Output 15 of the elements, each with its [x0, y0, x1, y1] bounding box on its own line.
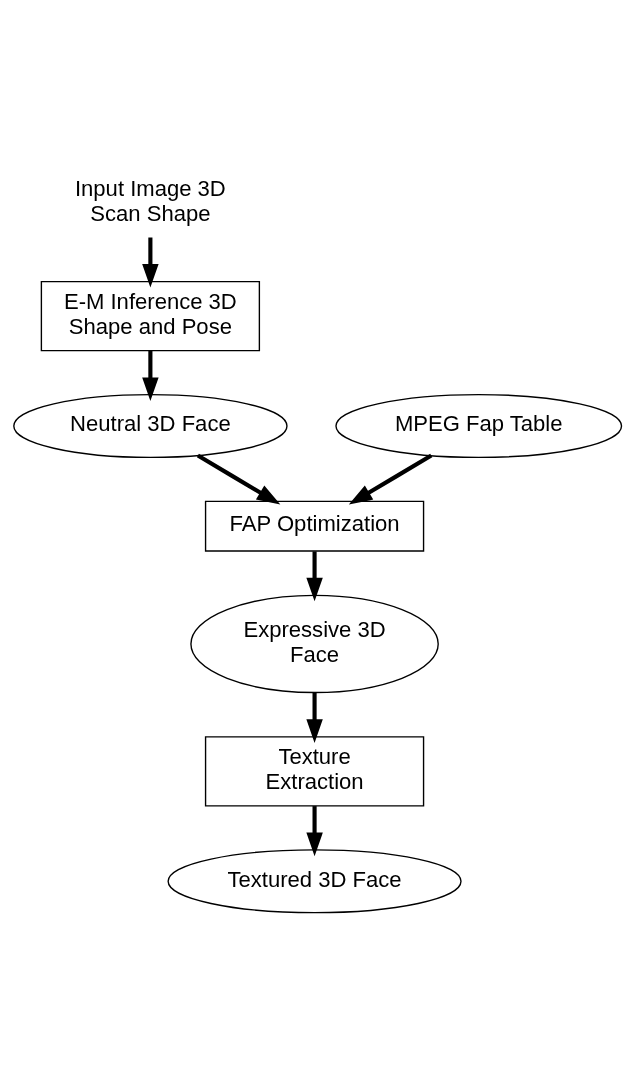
node-ellipse: MPEG Fap Table	[335, 393, 623, 459]
node-ellipse: Neutral 3D Face	[13, 393, 288, 459]
arrow	[306, 806, 323, 857]
node-box: E-M Inference 3D Shape and Pose	[40, 280, 261, 352]
arrow	[142, 237, 159, 288]
arrow	[142, 350, 159, 401]
arrow	[196, 453, 281, 505]
node-ellipse: Expressive 3D Face	[190, 594, 439, 694]
arrow	[348, 453, 433, 505]
node-ellipse: Textured 3D Face	[167, 849, 462, 914]
node-box: Texture Extraction	[204, 736, 425, 807]
arrow	[306, 551, 323, 602]
arrow	[306, 692, 323, 743]
node-box: FAP Optimization	[204, 500, 425, 552]
node-text: Input Image 3D Scan Shape	[74, 175, 226, 226]
